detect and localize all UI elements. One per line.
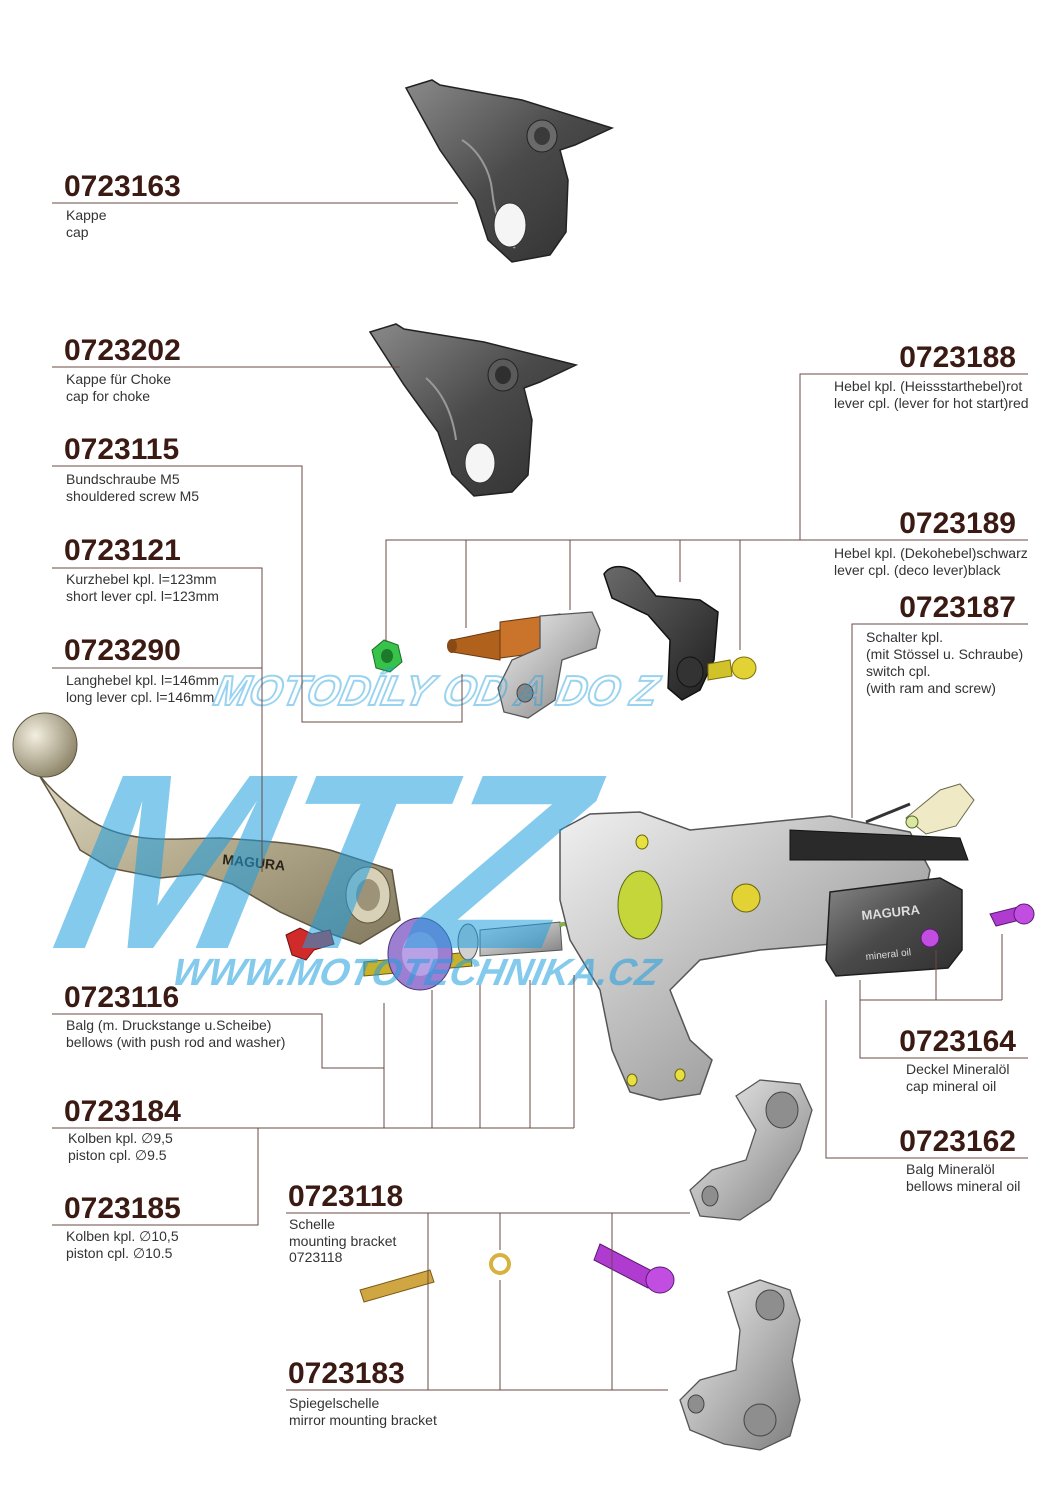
part-description-line: mounting bracket bbox=[289, 1233, 397, 1249]
mirror-mounting-bracket-part bbox=[679, 1279, 801, 1451]
part-number: 0723162 bbox=[899, 1125, 1016, 1158]
switch-part bbox=[865, 783, 975, 835]
part-number: 0723185 bbox=[64, 1192, 181, 1225]
part-description-line: switch cpl. bbox=[866, 663, 931, 679]
part-number: 0723118 bbox=[288, 1180, 403, 1213]
purple-bolt-part bbox=[593, 1243, 675, 1294]
label-0723118: 0723118 Schelle mounting bracket 0723118 bbox=[288, 1180, 403, 1265]
part-description-line: Deckel Mineralöl bbox=[906, 1061, 1009, 1077]
deco-lever-black-part bbox=[603, 565, 719, 701]
part-description-line: shouldered screw M5 bbox=[66, 488, 199, 504]
part-number: 0723115 bbox=[64, 433, 179, 466]
part-description-line: Balg Mineralöl bbox=[906, 1161, 995, 1177]
part-description-line: cap mineral oil bbox=[906, 1078, 996, 1094]
part-description-line: (mit Stössel u. Schraube) bbox=[866, 646, 1023, 662]
label-0723183: 0723183 Spiegelschelle mirror mounting b… bbox=[288, 1357, 437, 1428]
watermark-bottom-line: WWW.MOTOTECHNIKA.CZ bbox=[169, 951, 665, 994]
part-description-line: piston cpl. ∅9.5 bbox=[68, 1147, 167, 1163]
lever-holder-silver-part bbox=[497, 611, 601, 719]
part-description-line: Schalter kpl. bbox=[866, 629, 943, 645]
cap-for-choke-part bbox=[368, 323, 579, 497]
green-nut-part bbox=[371, 639, 403, 673]
label-0723290: 0723290 Langhebel kpl. l=146mm long leve… bbox=[64, 634, 219, 705]
brass-washer-part bbox=[489, 1253, 511, 1275]
watermark: MOTODÍLY OD A DO Z MTZ WWW.MOTOTECHNIKA.… bbox=[37, 666, 666, 1002]
part-description-line: lever cpl. (lever for hot start)red bbox=[834, 395, 1029, 411]
part-description-line: mirror mounting bracket bbox=[289, 1412, 437, 1428]
purple-screw-body-part bbox=[920, 928, 940, 948]
part-description-line: Kappe für Choke bbox=[66, 371, 171, 387]
label-0723121: 0723121 Kurzhebel kpl. l=123mm short lev… bbox=[64, 534, 219, 604]
mounting-bracket-part bbox=[689, 1079, 813, 1221]
reservoir-cap-part: MAGURA mineral oil bbox=[825, 877, 963, 977]
yellow-screw-part bbox=[707, 656, 757, 681]
gold-lever-part: MAGURA bbox=[12, 712, 401, 945]
part-description-line: bellows (with push rod and washer) bbox=[66, 1034, 285, 1050]
part-number: 0723188 bbox=[899, 341, 1016, 374]
gold-pin-part bbox=[359, 1269, 435, 1303]
part-description-line: cap bbox=[66, 224, 89, 240]
label-0723188: 0723188 Hebel kpl. (Heissstarthebel)rot … bbox=[834, 341, 1029, 411]
label-0723185: 0723185 Kolben kpl. ∅10,5 piston cpl. ∅1… bbox=[64, 1192, 181, 1261]
part-description-line: Hebel kpl. (Heissstarthebel)rot bbox=[834, 378, 1022, 394]
part-number: 0723187 bbox=[899, 591, 1016, 624]
watermark-brand: MTZ bbox=[37, 722, 619, 1002]
label-0723187: 0723187 Schalter kpl. (mit Stössel u. Sc… bbox=[866, 591, 1023, 696]
label-0723115: 0723115 Bundschraube M5 shouldered screw… bbox=[64, 433, 199, 504]
part-number: 0723164 bbox=[899, 1025, 1016, 1058]
part-description-line: piston cpl. ∅10.5 bbox=[66, 1245, 173, 1261]
part-number: 0723183 bbox=[288, 1357, 405, 1390]
part-number: 0723189 bbox=[899, 507, 1016, 540]
part-description-line: (with ram and screw) bbox=[866, 680, 996, 696]
label-0723116: 0723116 Balg (m. Druckstange u.Scheibe) … bbox=[64, 981, 285, 1050]
part-description-line: short lever cpl. l=123mm bbox=[66, 588, 219, 604]
part-description-line: Balg (m. Druckstange u.Scheibe) bbox=[66, 1017, 271, 1033]
red-adjuster-knob-part bbox=[285, 927, 335, 961]
label-0723189: 0723189 Hebel kpl. (Dekohebel)schwarz le… bbox=[834, 507, 1028, 578]
part-description-line: cap for choke bbox=[66, 388, 150, 404]
leader-lines bbox=[52, 202, 1028, 1391]
part-description-line: 0723118 bbox=[289, 1249, 343, 1265]
part-number: 0723202 bbox=[64, 334, 181, 367]
part-description-line: Bundschraube M5 bbox=[66, 471, 180, 487]
watermark-top-line: MOTODÍLY OD A DO Z bbox=[210, 667, 664, 713]
part-number: 0723184 bbox=[64, 1095, 181, 1128]
cap-brand-mark: MAGURA bbox=[861, 902, 921, 923]
part-description-line: Kolben kpl. ∅10,5 bbox=[66, 1228, 179, 1244]
master-cylinder-body-part bbox=[559, 811, 969, 1101]
part-description-line: lever cpl. (deco lever)black bbox=[834, 562, 1002, 578]
label-0723163: 0723163 Kappe cap bbox=[64, 170, 181, 240]
part-description-line: Kolben kpl. ∅9,5 bbox=[68, 1130, 173, 1146]
part-description-line: Kappe bbox=[66, 207, 107, 223]
part-description-line: Hebel kpl. (Dekohebel)schwarz bbox=[834, 545, 1028, 561]
part-description-line: Kurzhebel kpl. l=123mm bbox=[66, 571, 217, 587]
part-description-line: Schelle bbox=[289, 1216, 335, 1232]
label-0723162: 0723162 Balg Mineralöl bellows mineral o… bbox=[899, 1125, 1020, 1194]
part-description-line: bellows mineral oil bbox=[906, 1178, 1020, 1194]
label-0723184: 0723184 Kolben kpl. ∅9,5 piston cpl. ∅9.… bbox=[64, 1095, 181, 1163]
purple-screw-cap-part bbox=[989, 903, 1035, 927]
part-number: 0723116 bbox=[64, 981, 179, 1014]
lever-brand-mark: MAGURA bbox=[222, 851, 286, 873]
part-number: 0723163 bbox=[64, 170, 181, 203]
bellows-piston-stack bbox=[363, 917, 616, 991]
part-description-line: Langhebel kpl. l=146mm bbox=[66, 672, 219, 688]
cap-part bbox=[404, 79, 615, 263]
part-description-line: long lever cpl. l=146mm bbox=[66, 689, 214, 705]
part-number: 0723121 bbox=[64, 534, 181, 567]
cap-text-mark: mineral oil bbox=[865, 947, 911, 963]
label-0723202: 0723202 Kappe für Choke cap for choke bbox=[64, 334, 181, 404]
label-0723164: 0723164 Deckel Mineralöl cap mineral oil bbox=[899, 1025, 1016, 1094]
part-number: 0723290 bbox=[64, 634, 181, 667]
part-description-line: Spiegelschelle bbox=[289, 1395, 379, 1411]
